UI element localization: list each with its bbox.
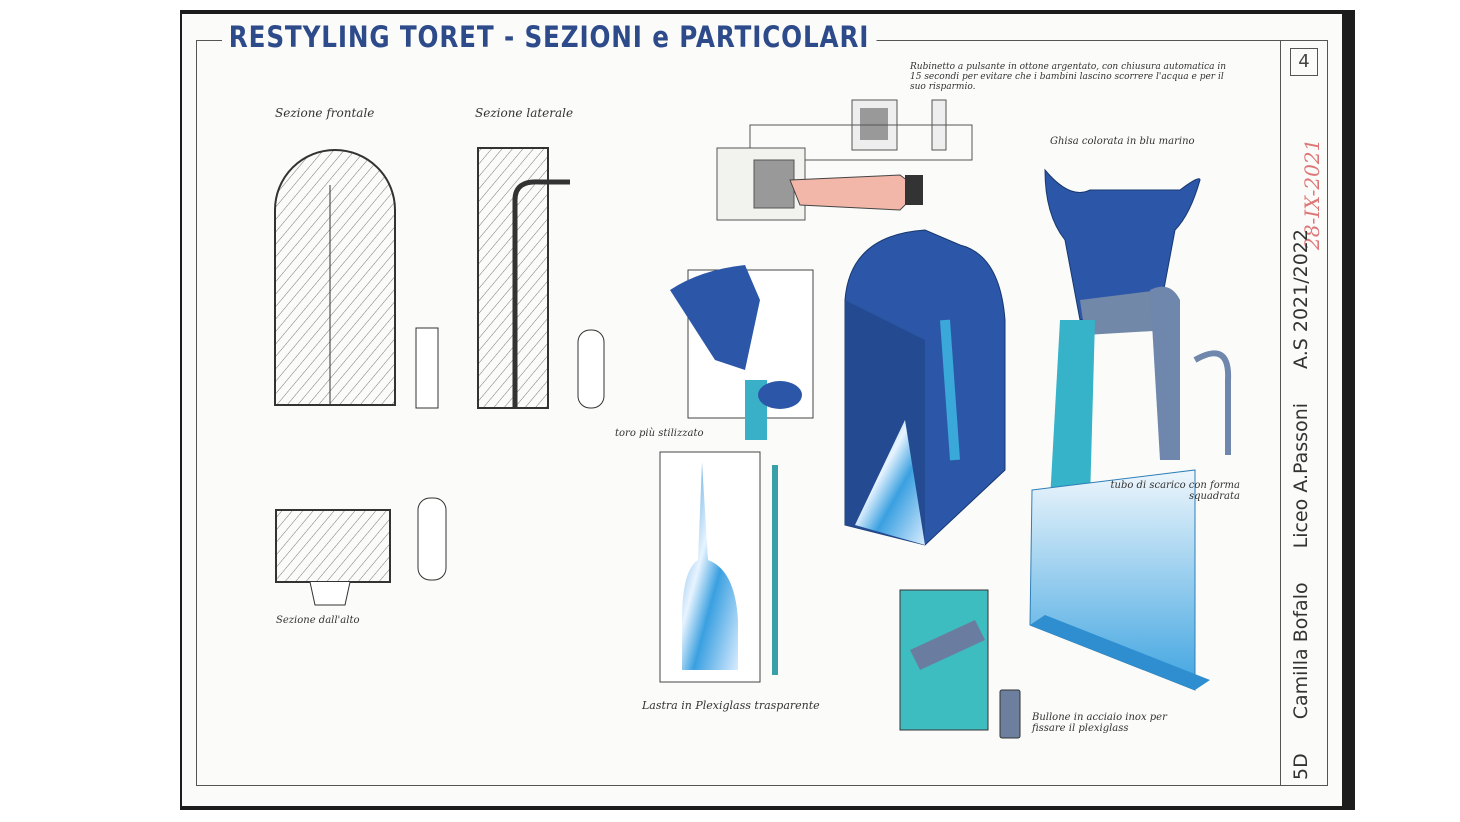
bull-label: toro più stilizzato xyxy=(615,428,704,439)
fountain-body-drawing xyxy=(844,229,1006,546)
title-block xyxy=(1280,40,1329,786)
front-section-label: Sezione frontale xyxy=(275,106,375,120)
push-button-tap-drawing xyxy=(716,99,973,221)
bolt-label: Bullone in acciaio inox per fissare il p… xyxy=(1032,712,1167,734)
drain-pipe-detail-drawing xyxy=(899,589,989,731)
page-number: 4 xyxy=(1290,48,1318,76)
page-title: RESTYLING TORET - SEZIONI e PARTICOLARI xyxy=(222,20,877,54)
side-section-label: Sezione laterale xyxy=(475,106,574,120)
plexiglass-label: Lastra in Plexiglass trasparente xyxy=(642,699,820,712)
plexiglass-sheet-drawing xyxy=(659,451,778,683)
glass-panel-drawing xyxy=(1029,469,1210,691)
bull-detail-drawing xyxy=(670,265,814,440)
front-section-drawing xyxy=(274,149,605,409)
bull-head-drawing xyxy=(1044,168,1232,500)
cast-iron-label: Ghisa colorata in blu marino xyxy=(1050,136,1195,147)
top-section-drawing xyxy=(275,497,447,606)
top-section-label: Sezione dall'alto xyxy=(276,615,360,626)
tap-note: Rubinetto a pulsante in ottone argentato… xyxy=(910,62,1227,92)
bolt-drawing xyxy=(999,689,1021,739)
drain-label: tubo di scarico con forma squadrata xyxy=(1110,480,1241,502)
side-section-drawing xyxy=(477,147,570,409)
